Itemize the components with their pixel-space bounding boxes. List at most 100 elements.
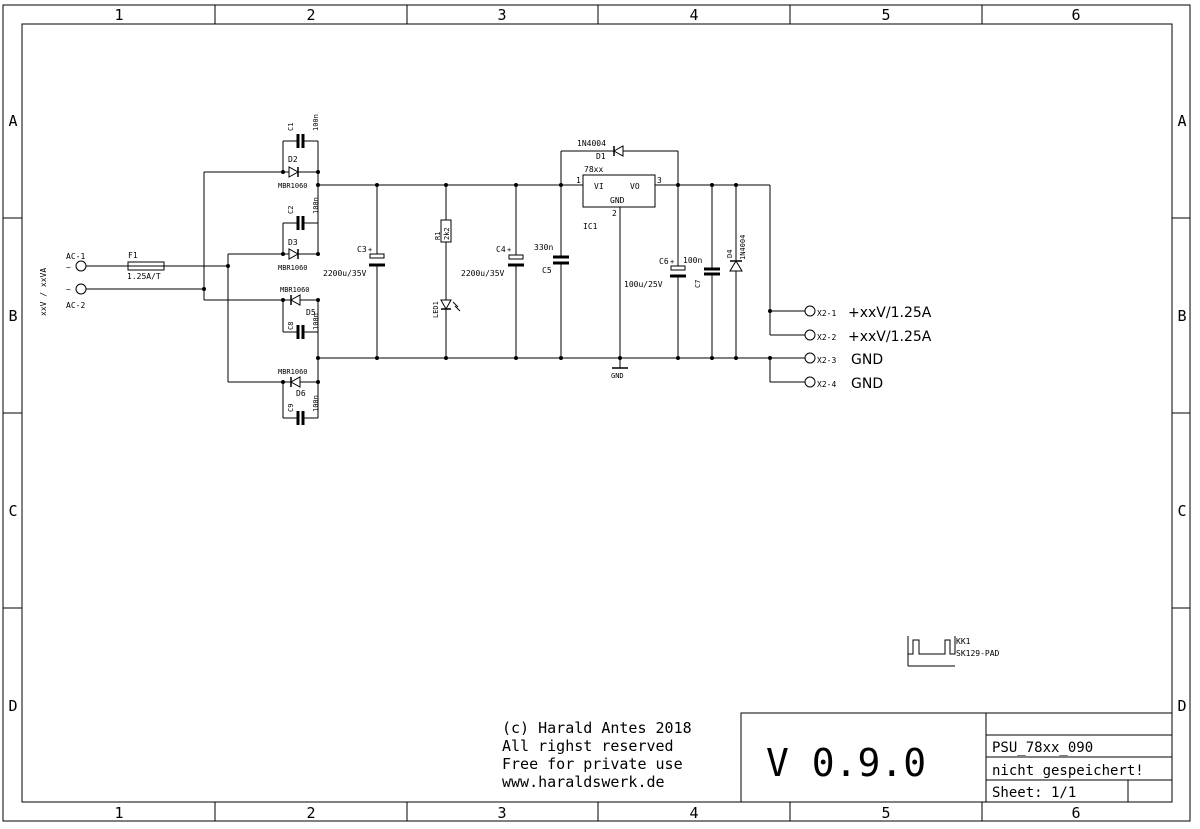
ic1-value: 78xx [584,165,603,174]
copyright-line-3: Free for private use [502,755,683,773]
title-block: V 0.9.0 PSU_78xx_090 nicht gespeichert! … [740,712,1173,803]
row-label-left: C [8,502,17,520]
x2-3-label: GND [851,352,883,368]
capacitor-c8: C8 100n [282,300,320,339]
ac2-label: AC-2 [66,301,85,310]
r1-name: R1 [434,232,442,240]
sheet-number: Sheet: 1/1 [992,785,1076,801]
x2-3-terminal [804,352,816,364]
copyright-line-1: (c) Harald Antes 2018 [502,719,692,737]
save-status: nicht gespeichert! [992,763,1144,779]
column-label-bottom: 2 [306,804,315,822]
led-led1: LED1 [432,299,461,358]
c8-value: 100n [312,313,320,330]
c4-plus: + [507,246,511,254]
kk1-value: SK129-PAD [956,649,1000,658]
output-connector-x2: X2-1 +xxV/1.25A X2-2 +xxV/1.25A X2-3 GND… [768,185,932,392]
r1-value: 2k2 [443,227,451,240]
d3-value: MBR1060 [278,264,308,272]
led1-name: LED1 [432,301,440,318]
fuse-value: 1.25A/T [127,272,161,281]
x2-2-label: +xxV/1.25A [848,329,932,345]
d6-name: D6 [296,389,306,398]
ic1-pin-gnd: GND [610,196,625,205]
column-label-top: 5 [881,6,890,24]
ac2-tilde: ~ [66,285,71,294]
ic1-pin2: 2 [612,209,617,218]
c3-value: 2200u/35V [323,269,367,278]
ac-input: xxV / xxVA AC-1 ~ ~ AC-2 F1 1.25A/T [39,251,228,316]
d4-value: 1N4004 [739,235,747,260]
row-label-left: B [8,307,17,325]
resistor-r1: R1 2k2 [434,185,452,300]
column-label-bottom: 1 [114,804,123,822]
x2-3-pin: X2-3 [817,356,836,365]
ic1-name: IC1 [583,222,598,231]
capacitor-c4: C4 + 2200u/35V [461,185,524,358]
capacitor-c7: 100n C7 [683,185,720,358]
diode-d1: 1N4004 D1 [560,139,679,185]
ic1-pin3: 3 [657,176,662,185]
d4-name: D4 [726,250,734,258]
ic1-pin-vi: VI [594,182,604,191]
c1-name: C1 [287,123,295,131]
kk1-name: KK1 [956,637,971,646]
version-label: V 0.9.0 [766,741,926,785]
d5-name: D5 [306,308,316,317]
column-label-top: 6 [1071,6,1080,24]
row-label-left: A [8,112,17,130]
ac1-tilde: ~ [66,263,71,272]
x2-4-pin: X2-4 [817,380,836,389]
diode-d3: D3 MBR1060 [278,238,318,272]
ac2-terminal [75,283,87,295]
column-label-bottom: 6 [1071,804,1080,822]
c6-name: C6 [659,257,669,266]
c7-name: C7 [694,280,702,288]
c3-name: C3 [357,245,367,254]
ac1-terminal [75,260,87,272]
x2-4-label: GND [851,376,883,392]
input-voltage-label: xxV / xxVA [39,268,48,316]
column-label-top: 3 [497,6,506,24]
x2-2-terminal [804,329,816,341]
c7-value: 100n [683,256,702,265]
c4-value: 2200u/35V [461,269,505,278]
bridge-rectifier: D2 MBR1060 C1 100n D3 MBR1060 [202,114,320,425]
row-label-right: C [1177,502,1186,520]
c3-plus: + [368,246,372,254]
c9-name: C9 [287,404,295,412]
copyright-line-4: www.haraldswerk.de [502,773,665,791]
supply-rails [316,172,770,360]
capacitor-c9: C9 100n [282,382,320,425]
gnd-symbol-label: GND [611,372,624,380]
column-label-top: 2 [306,6,315,24]
d3-name: D3 [288,238,298,247]
capacitor-c6: C6 + 100u/25V [624,185,686,358]
diode-d4: D4 1N4004 [726,185,747,358]
c4-name: C4 [496,245,506,254]
c6-value: 100u/25V [624,280,663,289]
capacitor-c3: C3 + 2200u/35V [323,185,385,358]
c8-name: C8 [287,322,295,330]
c2-value: 100n [312,197,320,214]
column-label-top: 1 [114,6,123,24]
capacitor-c5: 330n C5 [534,185,569,358]
x2-4-terminal [804,376,816,388]
row-label-left: D [8,697,17,715]
d1-value: 1N4004 [577,139,606,148]
c2-name: C2 [287,206,295,214]
column-label-top: 4 [689,6,698,24]
row-label-right: A [1177,112,1186,130]
row-label-right: D [1177,697,1186,715]
x2-1-terminal [804,305,816,317]
diode-d5: MBR1060 D5 [280,286,318,317]
heatsink-kk1: KK1 SK129-PAD [907,636,1000,667]
d1-name: D1 [596,152,606,161]
d2-value: MBR1060 [278,182,308,190]
column-label-bottom: 4 [689,804,698,822]
x2-1-pin: X2-1 [817,309,836,318]
c5-name: C5 [542,266,552,275]
c9-value: 100n [312,395,320,412]
x2-2-pin: X2-2 [817,333,836,342]
